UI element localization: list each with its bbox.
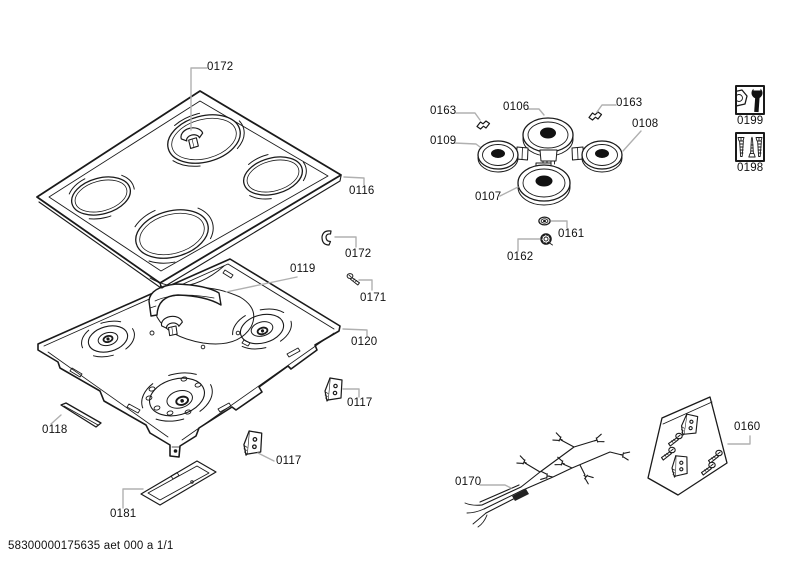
part-label-0181: 0181 — [110, 508, 137, 520]
part-label-0162: 0162 — [507, 251, 534, 263]
clip-left-part — [476, 120, 491, 130]
glass-panel-part — [36, 90, 342, 289]
part-label-0106: 0106 — [503, 101, 530, 113]
part-label-0163-left: 0163 — [430, 105, 457, 117]
washer-part — [538, 216, 551, 226]
screw-0171-part — [346, 273, 360, 286]
side-clip-part — [321, 230, 332, 246]
part-label-0108: 0108 — [632, 118, 659, 130]
part-label-0116: 0116 — [349, 185, 375, 197]
nut-part — [540, 233, 553, 246]
part-label-0163-right: 0163 — [616, 97, 643, 109]
part-label-0109: 0109 — [430, 135, 457, 147]
seal-frame-part — [140, 460, 217, 506]
strip-part — [60, 402, 102, 428]
part-label-0160: 0160 — [734, 421, 761, 433]
screws-icon — [735, 132, 765, 162]
part-label-0119: 0119 — [290, 263, 316, 275]
document-code: 58300000175635 aet 000 a 1/1 — [8, 540, 174, 552]
part-label-0161: 0161 — [558, 228, 585, 240]
leader-lines — [50, 67, 751, 509]
part-label-0198: 0198 — [737, 162, 764, 174]
tools-icon — [735, 85, 765, 115]
bracket-bottom-part — [243, 430, 263, 456]
part-label-0118: 0118 — [42, 424, 68, 436]
cable-harness-part — [464, 432, 631, 528]
bracket-right-part — [324, 377, 343, 402]
part-label-0117-right: 0117 — [347, 397, 373, 409]
part-label-0171: 0171 — [360, 292, 387, 304]
part-label-0120: 0120 — [351, 336, 378, 348]
part-label-0117-bottom: 0117 — [276, 455, 302, 467]
part-label-0172-side: 0172 — [345, 248, 372, 260]
tray-part — [37, 258, 341, 458]
part-label-0107: 0107 — [475, 191, 502, 203]
clip-right-part — [588, 111, 603, 121]
fixing-bag-part — [647, 396, 728, 496]
burner-element-set — [476, 111, 623, 246]
part-label-0199: 0199 — [737, 115, 764, 127]
part-label-0172-top: 0172 — [207, 61, 234, 73]
part-label-0170: 0170 — [455, 476, 482, 488]
